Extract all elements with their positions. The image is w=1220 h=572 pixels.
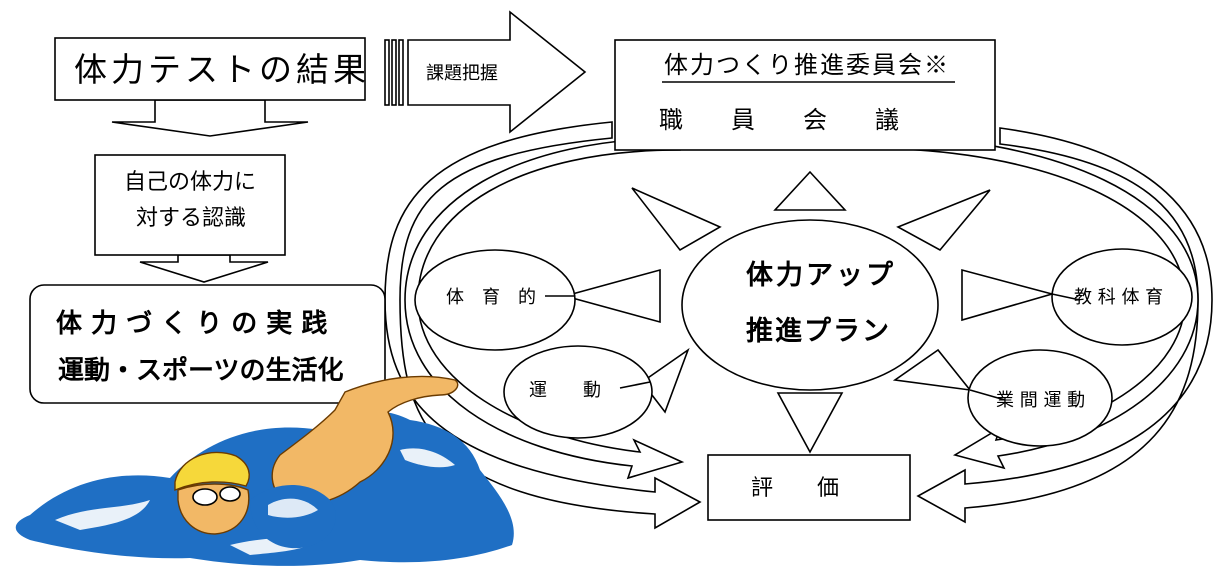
test-results-label: 体力テストの結果: [74, 50, 370, 89]
down-arrow-1: [111, 99, 309, 137]
arrow-stripe-3: [398, 39, 404, 106]
practice-line-1: 体 力 づ く り の 実 践: [56, 309, 328, 339]
loop-arrow-left: [384, 121, 702, 530]
committee-title: 体力つくり推進委員会※: [664, 51, 950, 79]
swimmer-illustration: [15, 375, 514, 566]
connector-break-exercise: [969, 389, 1006, 401]
arrow-stripe-2: [391, 39, 397, 106]
committee-box-shape: [614, 39, 996, 151]
practice-line-2: 運動・スポーツの生活化: [58, 356, 344, 386]
awareness-box-shape: [94, 154, 286, 256]
arrow-stripe-1: [384, 39, 390, 106]
exercise-label: 運 動: [529, 380, 601, 401]
plan-ellipse: [681, 219, 939, 391]
tri-upper-left: [631, 187, 722, 252]
tri-right: [961, 268, 1055, 322]
tri-lower-left: [640, 347, 690, 414]
satellite-break-exercise: [967, 349, 1113, 447]
tri-upper-right: [896, 189, 991, 252]
awareness-line-1: 自己の体力に: [124, 170, 257, 195]
down-arrow-2: [139, 254, 269, 283]
connector-subject-pe: [1051, 293, 1081, 301]
staff-meeting-label: 職 員 会 議: [659, 106, 899, 134]
loop-arrow-right: [916, 127, 1213, 524]
plan-line-1: 体力アップ: [746, 260, 896, 291]
loop-arrow-right-inner: [859, 134, 1199, 470]
break-exercise-label: 業 間 運 動: [996, 390, 1086, 411]
satellite-exercise: [503, 345, 653, 439]
subject-pe-label: 教 科 体 育: [1074, 287, 1164, 308]
practice-box-shape: [29, 284, 386, 404]
plan-line-2: 推進プラン: [746, 316, 891, 347]
tri-top: [773, 170, 847, 211]
satellite-subject-pe: [1051, 248, 1193, 346]
connector-exercise: [619, 381, 651, 389]
evaluation-label: 評 価: [751, 476, 840, 501]
loop-arrow-mid: [404, 137, 685, 480]
issue-arrow-shape: [407, 10, 587, 134]
satellite-pe-like: [414, 249, 576, 351]
awareness-line-2: 対する認識: [136, 206, 247, 231]
tri-bottom: [776, 392, 844, 454]
tri-lower-right: [892, 348, 972, 392]
result-box-shape: [54, 37, 366, 101]
pe-like-label: 体 育 的: [446, 287, 536, 308]
tri-left: [561, 268, 661, 324]
issue-grasp-label: 課題把握: [426, 63, 498, 84]
evaluation-box-shape: [707, 454, 911, 521]
